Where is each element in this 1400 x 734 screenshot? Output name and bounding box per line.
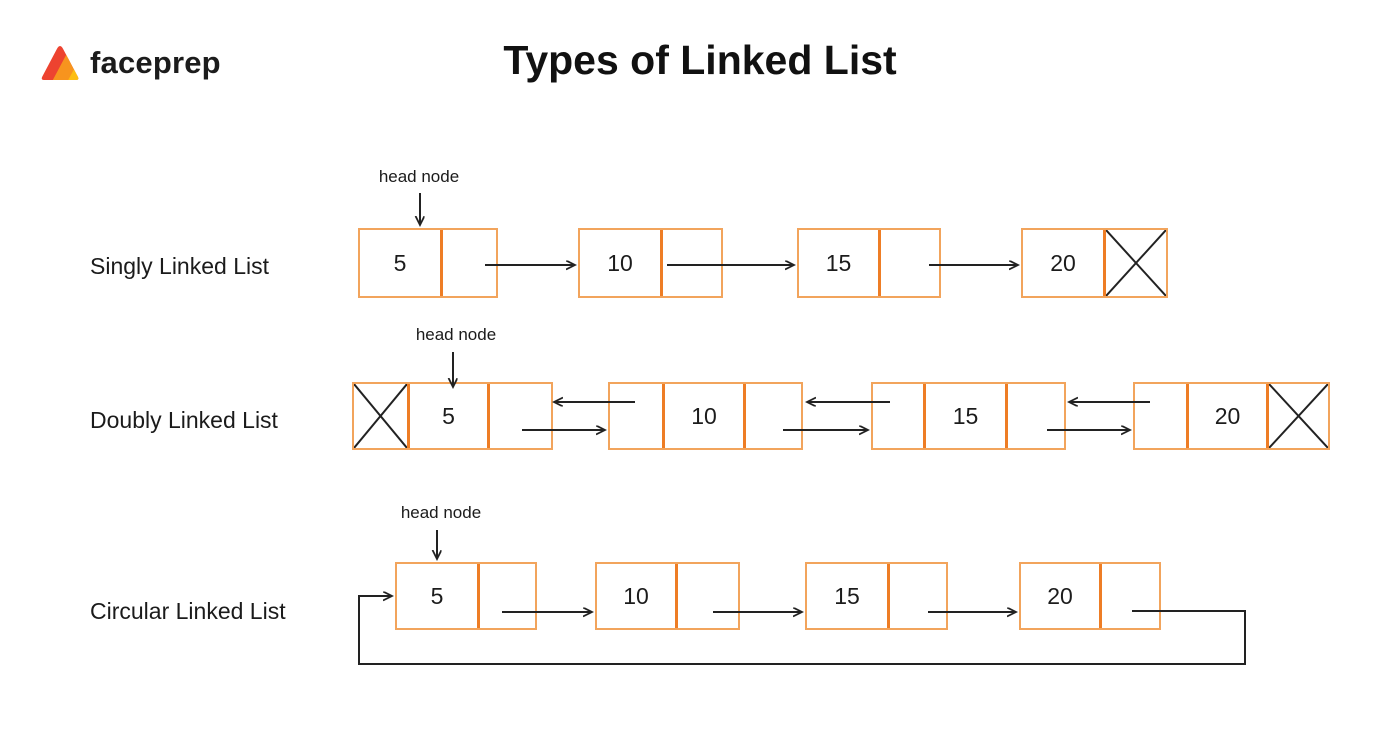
node-next-cell [1106, 230, 1166, 296]
node-next-cell [1269, 384, 1328, 448]
node-data-cell: 15 [926, 384, 1008, 448]
node-next-cell [480, 564, 535, 628]
node-prev-cell [873, 384, 926, 448]
node-next-cell [890, 564, 946, 628]
page-title: Types of Linked List [503, 37, 897, 83]
singly-node-1: 5 [358, 228, 498, 298]
node-prev-cell [1135, 384, 1189, 448]
row-label-doubly: Doubly Linked List [90, 407, 278, 433]
node-next-cell [746, 384, 801, 448]
null-x-icon [354, 384, 407, 448]
brand-wordmark: faceprep [90, 45, 221, 80]
node-data-cell: 5 [397, 564, 480, 628]
doubly-node-2: 10 [608, 382, 803, 450]
circular-node-3: 15 [805, 562, 948, 630]
singly-node-4: 20 [1021, 228, 1168, 298]
singly-node-3: 15 [797, 228, 941, 298]
doubly-node-4: 20 [1133, 382, 1330, 450]
node-data-cell: 15 [807, 564, 890, 628]
row-label-singly: Singly Linked List [90, 253, 269, 279]
head-node-label-circular: head node [400, 503, 482, 522]
node-data-cell: 20 [1189, 384, 1269, 448]
head-node-label-singly: head node [378, 167, 460, 186]
row-label-circular: Circular Linked List [90, 598, 286, 624]
node-data-cell: 20 [1021, 564, 1102, 628]
node-next-cell [490, 384, 551, 448]
circular-node-1: 5 [395, 562, 537, 630]
null-x-icon [1269, 384, 1328, 448]
node-data-cell: 10 [665, 384, 746, 448]
circular-node-4: 20 [1019, 562, 1161, 630]
node-data-cell: 15 [799, 230, 881, 296]
circular-node-2: 10 [595, 562, 740, 630]
node-data-cell: 5 [360, 230, 443, 296]
node-data-cell: 5 [410, 384, 490, 448]
singly-node-2: 10 [578, 228, 723, 298]
node-prev-cell [610, 384, 665, 448]
doubly-node-3: 15 [871, 382, 1066, 450]
node-data-cell: 10 [580, 230, 663, 296]
null-x-icon [1106, 230, 1166, 296]
node-data-cell: 20 [1023, 230, 1106, 296]
node-data-cell: 10 [597, 564, 678, 628]
node-next-cell [443, 230, 496, 296]
node-next-cell [1008, 384, 1064, 448]
node-prev-cell [354, 384, 410, 448]
faceprep-logo-icon [41, 46, 79, 81]
doubly-node-1: 5 [352, 382, 553, 450]
node-next-cell [1102, 564, 1159, 628]
head-node-label-doubly: head node [415, 325, 497, 344]
node-next-cell [881, 230, 939, 296]
node-next-cell [663, 230, 721, 296]
node-next-cell [678, 564, 738, 628]
